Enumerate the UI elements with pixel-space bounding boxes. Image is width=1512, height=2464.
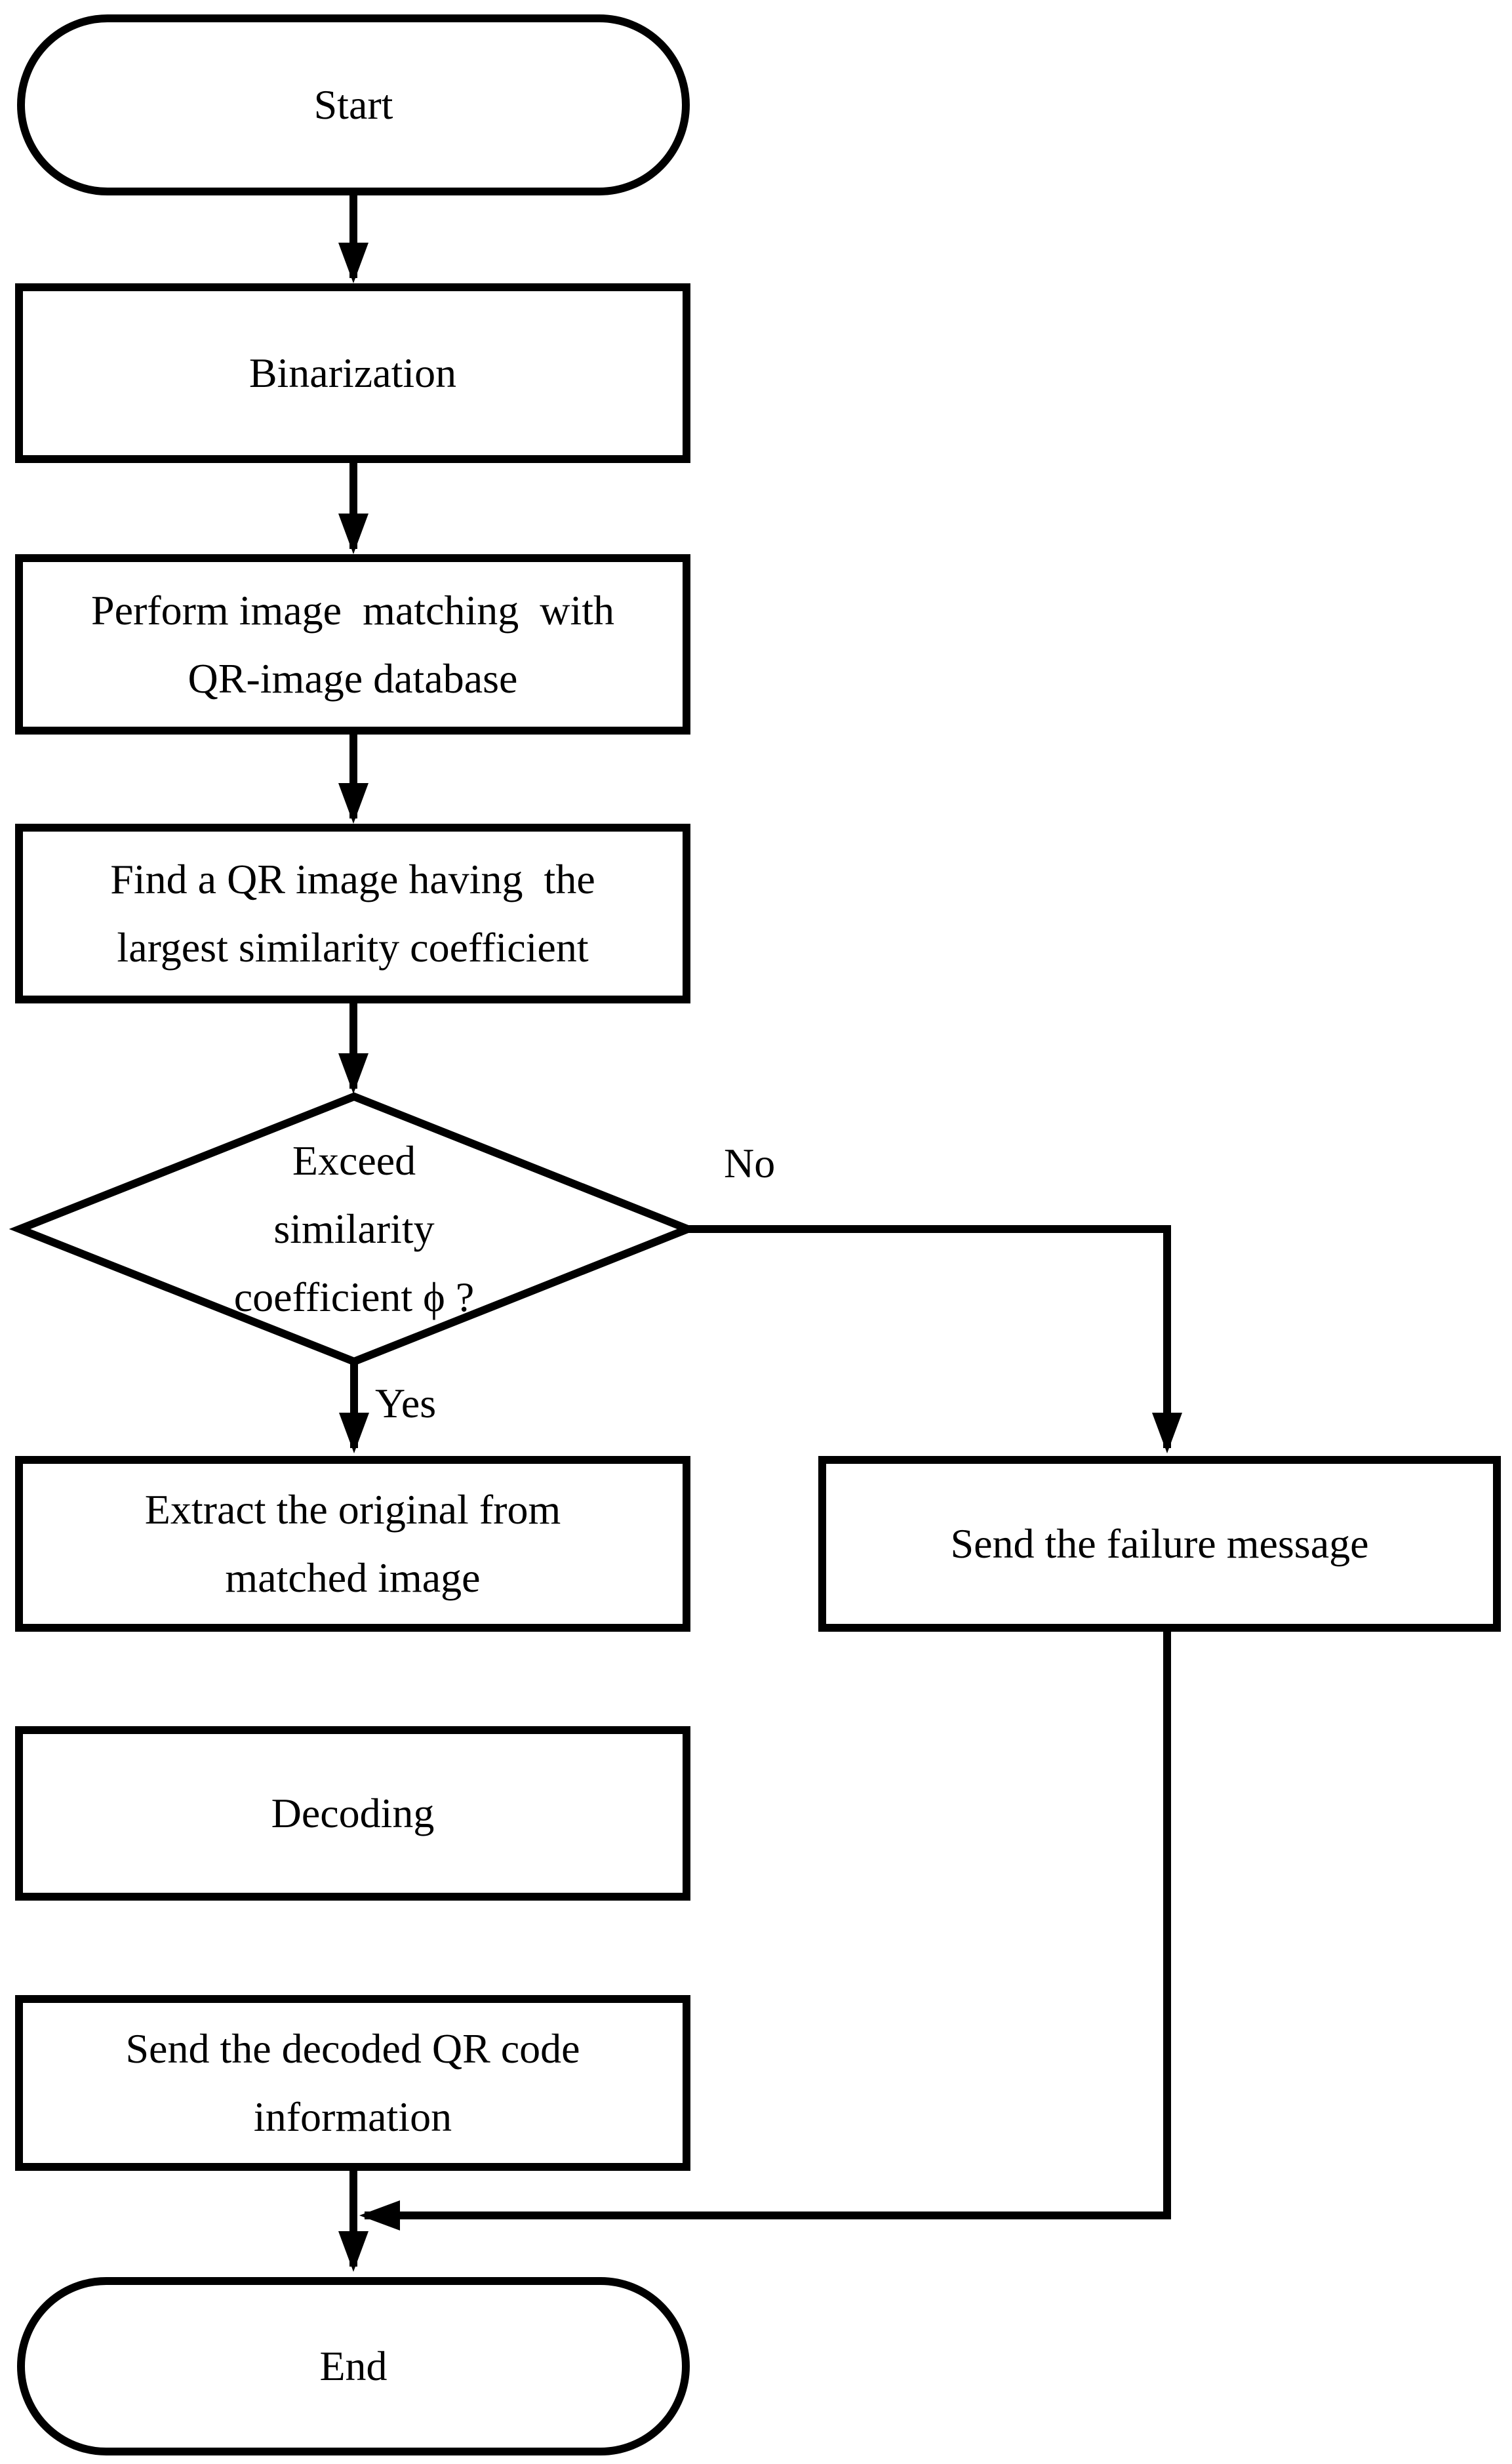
- arrow-failure-to-merge: [359, 1632, 1171, 2231]
- arrow-decision-no-to-failure: [688, 1225, 1182, 1453]
- node-find-qr-line-1: Find a QR image having the: [110, 856, 595, 902]
- node-send-decoded-line-2: information: [253, 2093, 452, 2140]
- node-decoding: Decoding: [15, 1726, 690, 1901]
- node-perform-matching-line-2: QR-image database: [188, 655, 518, 702]
- node-perform-matching: Perform image matching with QR-image dat…: [15, 554, 690, 735]
- node-extract-line-2: matched image: [225, 1554, 481, 1601]
- node-send-decoded-line-1: Send the decoded QR code: [125, 2025, 580, 2072]
- node-end: End: [17, 2277, 690, 2455]
- decision-label: Exceed similarity coefficient ϕ ?: [157, 1112, 551, 1346]
- node-send-failure: Send the failure message: [818, 1456, 1501, 1632]
- node-binarization-label: Binarization: [249, 350, 457, 396]
- edge-label-no: No: [724, 1140, 776, 1186]
- decision-line-3: coefficient ϕ ?: [233, 1274, 475, 1320]
- node-end-label: End: [319, 2343, 388, 2389]
- node-extract-line-1: Extract the original from: [144, 1486, 561, 1533]
- node-start-label: Start: [313, 81, 393, 128]
- decision-line-2: similarity: [273, 1205, 435, 1252]
- node-send-decoded: Send the decoded QR code information: [15, 1995, 690, 2171]
- decision-line-1: Exceed: [292, 1137, 416, 1184]
- node-find-qr-line-2: largest similarity coefficient: [117, 924, 589, 971]
- node-binarization: Binarization: [15, 283, 690, 463]
- node-find-qr: Find a QR image having the largest simil…: [15, 824, 690, 1003]
- decision-diamond: [9, 1092, 699, 1366]
- node-extract: Extract the original from matched image: [15, 1456, 690, 1632]
- node-decoding-label: Decoding: [271, 1790, 435, 1836]
- node-send-failure-label: Send the failure message: [950, 1520, 1369, 1567]
- edge-label-yes: Yes: [375, 1380, 437, 1426]
- node-start: Start: [17, 14, 690, 195]
- node-perform-matching-line-1: Perform image matching with: [90, 586, 615, 634]
